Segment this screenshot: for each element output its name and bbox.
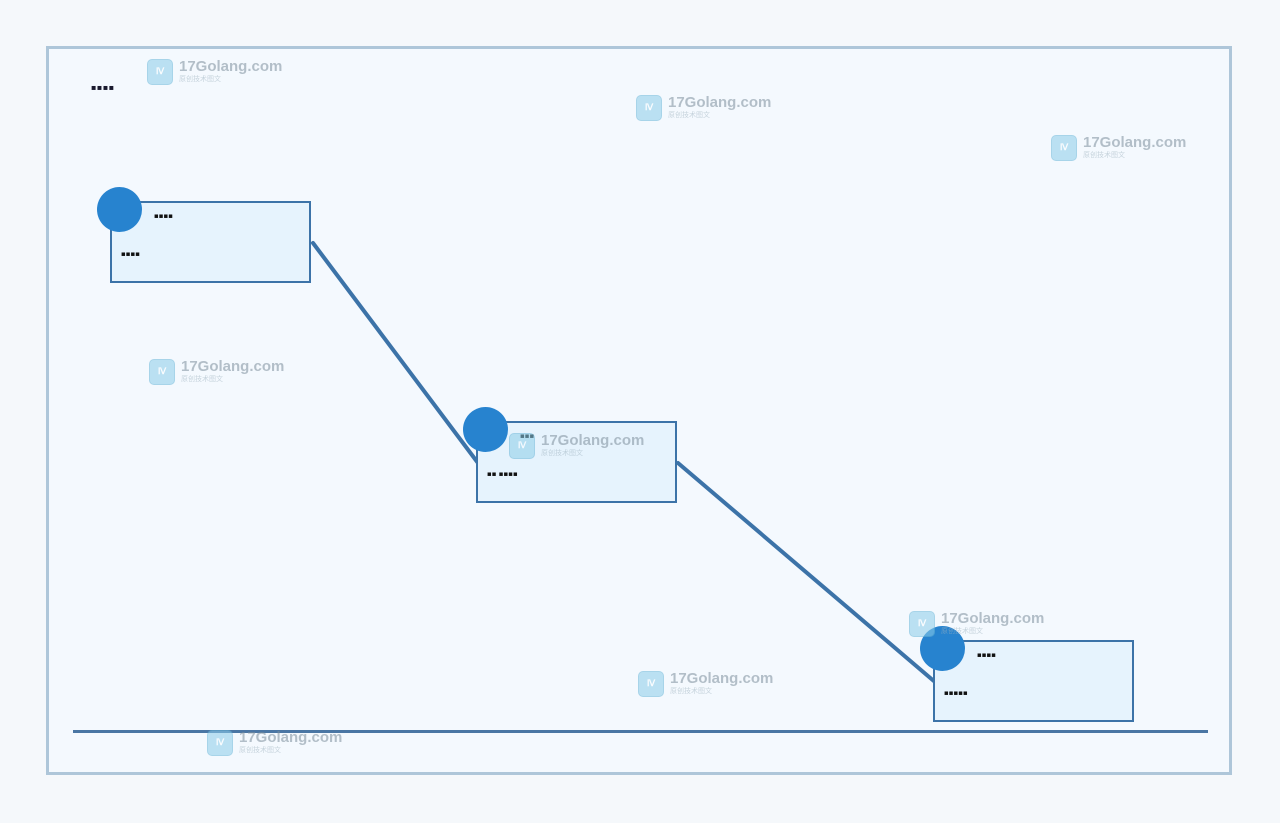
watermark-sub: 原创技术图文 — [670, 687, 712, 695]
golang-logo-icon: Ⅳ — [207, 730, 233, 756]
watermark-sub: 原创技术图文 — [181, 375, 223, 383]
watermark-sub: 原创技术图文 — [941, 627, 983, 635]
node-2-desc: ▪▪ ▪▪▪▪ — [487, 470, 518, 478]
golang-logo-icon: Ⅳ — [636, 95, 662, 121]
watermark-brand: 17Golang.com — [181, 358, 285, 375]
watermark-sub: 原创技术图文 — [541, 449, 583, 457]
baseline — [73, 730, 1208, 733]
node-3-desc: ▪▪▪▪▪ — [944, 689, 968, 697]
golang-logo-icon: Ⅳ — [1051, 135, 1077, 161]
golang-logo-icon: Ⅳ — [909, 611, 935, 637]
watermark-brand: 17Golang.com — [670, 670, 774, 687]
node-1-title: ▪▪▪▪ — [154, 212, 173, 220]
node-1-desc: ▪▪▪▪ — [121, 250, 140, 258]
golang-logo-icon: Ⅳ — [638, 671, 664, 697]
watermark-brand: 17Golang.com — [941, 610, 1045, 627]
golang-logo-icon: Ⅳ — [509, 433, 535, 459]
node-3[interactable]: ▪▪▪▪ ▪▪▪▪▪ — [920, 626, 1134, 722]
watermark-sub: 原创技术图文 — [239, 746, 281, 754]
node-1-dot — [97, 187, 142, 232]
node-3-title: ▪▪▪▪ — [977, 651, 996, 659]
golang-logo-icon: Ⅳ — [147, 59, 173, 85]
top-label: ▪▪▪▪ — [91, 83, 115, 92]
watermark-sub: 原创技术图文 — [1083, 151, 1125, 159]
node-2-dot — [463, 407, 508, 452]
watermark-brand: 17Golang.com — [179, 58, 283, 75]
watermark-brand: 17Golang.com — [239, 729, 343, 746]
golang-logo-icon: Ⅳ — [149, 359, 175, 385]
watermark-brand: 17Golang.com — [1083, 134, 1187, 151]
node-1[interactable]: ▪▪▪▪ ▪▪▪▪ — [97, 187, 311, 283]
watermark-sub: 原创技术图文 — [179, 75, 221, 83]
watermark-brand: 17Golang.com — [668, 94, 772, 111]
watermark-sub: 原创技术图文 — [668, 111, 710, 119]
watermark-brand: 17Golang.com — [541, 432, 645, 449]
